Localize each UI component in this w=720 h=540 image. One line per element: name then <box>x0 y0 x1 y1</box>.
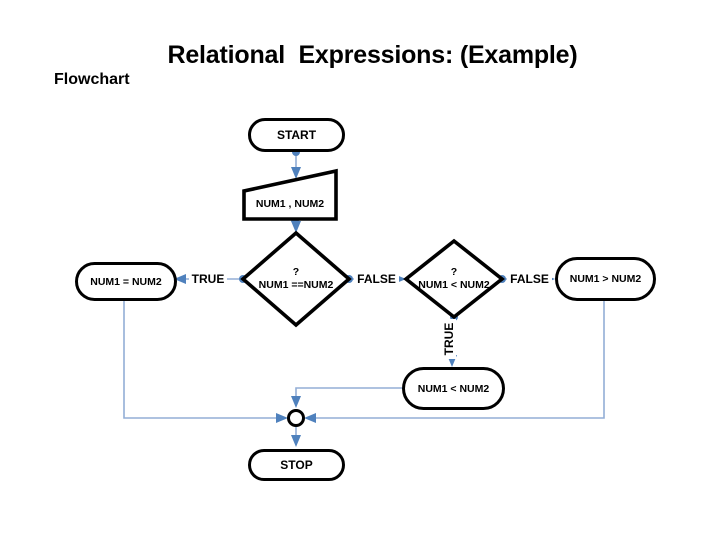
arrow-left-into-junction <box>276 413 288 423</box>
result-eq-label: NUM1 = NUM2 <box>90 275 162 288</box>
arrow-top-into-junction <box>291 396 301 408</box>
arrow-right-into-junction <box>304 413 316 423</box>
edge-label-eq-true: TRUE <box>189 272 227 286</box>
result-gt-label: NUM1 > NUM2 <box>569 273 642 285</box>
result-eq-node: NUM1 = NUM2 <box>75 262 177 301</box>
edge-result-eq-to-junction <box>123 301 279 419</box>
decision-eq-shape <box>240 230 352 328</box>
manual-input-shape <box>242 168 338 221</box>
arrow-into-decision-eq <box>291 221 301 233</box>
decision-lt-shape <box>403 238 505 320</box>
stop-node: STOP <box>248 449 345 481</box>
arrow-into-input <box>291 167 301 179</box>
slide-subtitle: Flowchart <box>54 71 130 88</box>
start-node: START <box>248 118 345 152</box>
edge-result-lt-to-junction <box>295 387 402 399</box>
result-gt-node: NUM1 > NUM2 <box>555 257 656 301</box>
start-label: START <box>276 128 317 142</box>
arrow-into-stop <box>291 435 301 447</box>
edge-label-lt-true: TRUE <box>442 319 456 359</box>
arrow-into-result-eq <box>174 274 186 284</box>
stop-label: STOP <box>280 458 313 472</box>
junction-circle <box>287 409 305 427</box>
slide-title: Relational Expressions: (Example) <box>167 41 578 69</box>
edge-label-lt-false: FALSE <box>507 272 552 286</box>
result-lt-label: NUM1 < NUM2 <box>417 382 490 395</box>
result-lt-node: NUM1 < NUM2 <box>402 367 505 410</box>
edge-label-eq-false: FALSE <box>354 272 399 286</box>
edge-result-gt-to-junction <box>313 301 605 419</box>
